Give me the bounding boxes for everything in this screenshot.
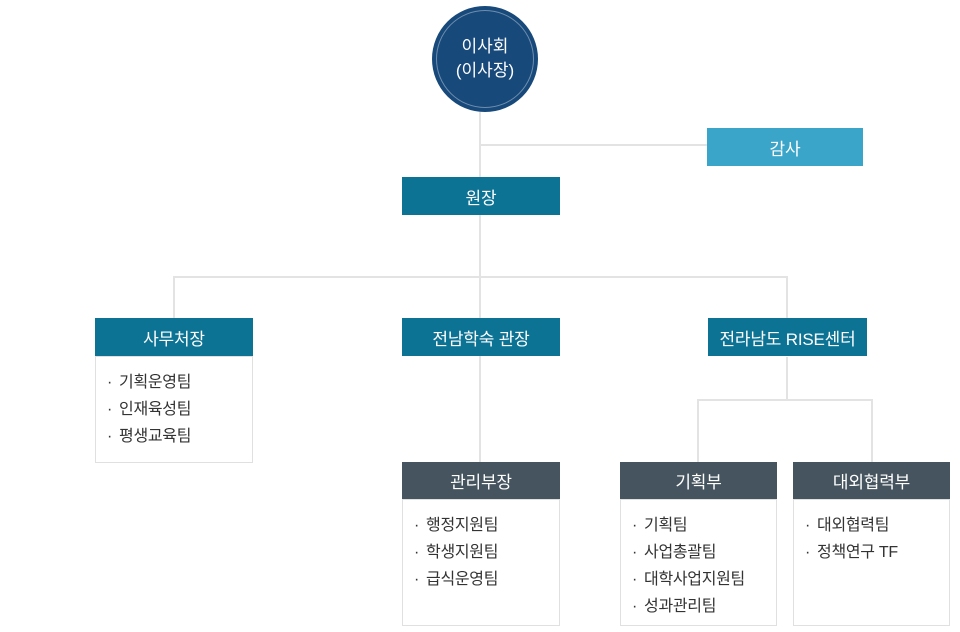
management-team-panel: 행정지원팀 학생지원팀 급식운영팀 <box>402 499 560 626</box>
team-item: 사업총괄팀 <box>632 539 768 566</box>
external-dept-team-list: 대외협력팀 정책연구 TF <box>805 512 941 566</box>
connector-rise-down <box>786 357 788 400</box>
connector-dormitory-to-management <box>479 356 481 462</box>
planning-dept-team-list: 기획팀 사업총괄팀 대학사업지원팀 성과관리팀 <box>632 512 768 620</box>
connector-main-horizontal <box>173 276 788 278</box>
board-label-line1: 이사회 <box>461 37 509 56</box>
secretariat-label: 사무처장 <box>143 329 205 349</box>
connector-director-down <box>479 215 481 278</box>
management-team-list: 행정지원팀 학생지원팀 급식운영팀 <box>414 512 551 593</box>
rise-center-label: 전라남도 RISE센터 <box>719 329 856 349</box>
connector-drop-external-dept <box>871 401 873 462</box>
audit-label: 감사 <box>769 139 801 159</box>
connector-drop-secretariat <box>173 278 175 318</box>
team-item: 행정지원팀 <box>414 512 551 539</box>
secretariat-box: 사무처장 <box>95 318 253 356</box>
management-head-label: 관리부장 <box>450 473 512 492</box>
team-item: 정책연구 TF <box>805 539 941 566</box>
dormitory-director-box: 전남학숙 관장 <box>402 318 560 356</box>
secretariat-team-list: 기획운영팀 인재육성팀 평생교육팀 <box>107 369 244 450</box>
connector-drop-planning-dept <box>697 401 699 462</box>
team-item: 대학사업지원팀 <box>632 566 768 593</box>
management-head-box: 관리부장 <box>402 462 560 499</box>
rise-center-box: 전라남도 RISE센터 <box>708 318 867 356</box>
connector-rise-horizontal <box>697 399 873 401</box>
team-item: 성과관리팀 <box>632 593 768 620</box>
connector-drop-rise <box>786 278 788 318</box>
board-label-line2: (이사장) <box>455 61 515 80</box>
director-label: 원장 <box>465 188 497 208</box>
planning-dept-box: 기획부 <box>620 462 777 499</box>
audit-box: 감사 <box>707 128 863 166</box>
connector-drop-dormitory <box>479 278 481 318</box>
director-box: 원장 <box>402 177 560 215</box>
team-item: 급식운영팀 <box>414 566 551 593</box>
planning-dept-team-panel: 기획팀 사업총괄팀 대학사업지원팀 성과관리팀 <box>620 499 777 626</box>
external-dept-team-panel: 대외협력팀 정책연구 TF <box>793 499 950 626</box>
external-dept-box: 대외협력부 <box>793 462 950 499</box>
team-item: 기획운영팀 <box>107 369 244 396</box>
team-item: 대외협력팀 <box>805 512 941 539</box>
planning-dept-label: 기획부 <box>675 473 722 492</box>
dormitory-director-label: 전남학숙 관장 <box>432 329 530 349</box>
board-circle: 이사회 (이사장) <box>432 6 538 112</box>
external-dept-label: 대외협력부 <box>832 473 911 492</box>
team-item: 기획팀 <box>632 512 768 539</box>
team-item: 인재육성팀 <box>107 396 244 423</box>
team-item: 평생교육팀 <box>107 423 244 450</box>
secretariat-team-panel: 기획운영팀 인재육성팀 평생교육팀 <box>95 356 253 463</box>
team-item: 학생지원팀 <box>414 539 551 566</box>
connector-audit-branch <box>480 144 707 146</box>
